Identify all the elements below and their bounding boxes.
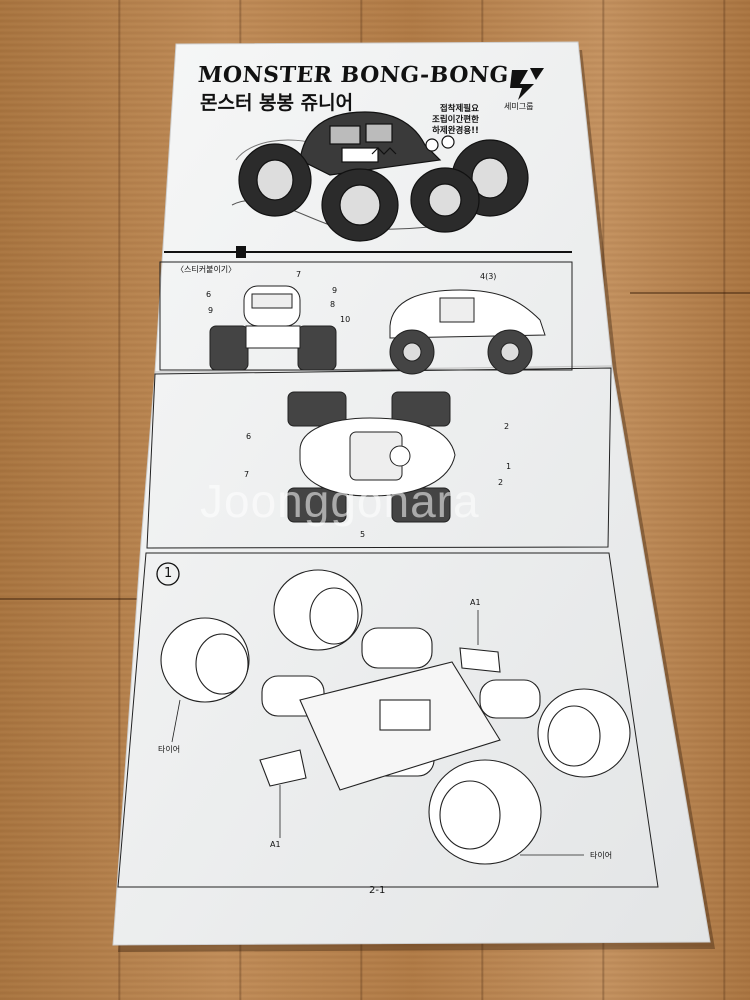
exploded-chassis-drawing	[160, 569, 631, 865]
watermark-text: Joonggonara	[200, 475, 480, 527]
fold-line	[154, 365, 613, 373]
product-subtitle: 몬스터 봉봉 쥬니어	[200, 92, 354, 114]
part-number: 9	[332, 286, 338, 295]
step-number: 1	[164, 566, 173, 581]
front-view-truck-drawing	[209, 285, 337, 371]
floor-seam	[630, 292, 750, 294]
part-number: 10	[340, 315, 351, 324]
part-number: 6	[206, 290, 212, 299]
part-label-a1: A1	[470, 598, 481, 607]
part-number: 7	[296, 270, 302, 279]
part-number: 4(3)	[480, 272, 497, 281]
part-number: 2	[504, 422, 510, 431]
part-number: 1	[506, 462, 512, 471]
part-number: 7	[244, 470, 250, 479]
side-view-truck-drawing	[389, 289, 546, 375]
tire-label: 타이어	[158, 745, 181, 754]
part-number: 2	[498, 478, 504, 487]
tire-label: 타이어	[590, 851, 613, 860]
hero-truck-illustration	[231, 111, 529, 242]
part-label-a1: A1	[270, 840, 281, 849]
decal-section-label: 〈스티커붙이기〉	[176, 265, 237, 274]
brand-logo-icon	[510, 68, 544, 100]
slogan-text: 접착제필요 조립이간편한 하제완경용!!	[432, 104, 479, 136]
product-title: MONSTER BONG-BONG	[197, 62, 510, 88]
decal-panel-top	[159, 261, 573, 371]
step-number-circle	[156, 562, 180, 586]
top-view-truck-drawing	[287, 391, 456, 523]
part-number: 8	[330, 300, 336, 309]
part-number: 5	[360, 530, 366, 539]
floor-seam	[0, 598, 150, 600]
part-number: 6	[246, 432, 252, 441]
brand-name: 세미그룹	[504, 102, 534, 111]
step-panel	[117, 552, 659, 888]
page-number: 2-1	[369, 885, 386, 896]
decal-panel-bottom	[146, 367, 612, 549]
part-number: 9	[208, 306, 214, 315]
small-logo-icon	[236, 246, 246, 258]
